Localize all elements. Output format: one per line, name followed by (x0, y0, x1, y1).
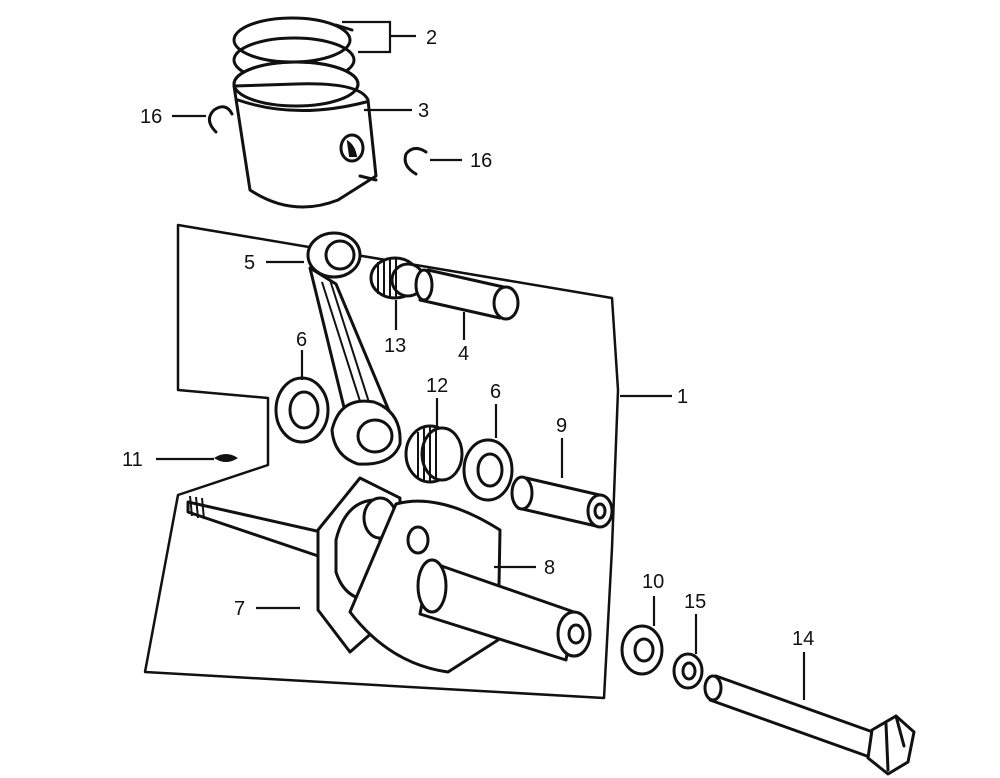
piston (232, 60, 378, 209)
callout-16-left: 16 (140, 106, 162, 128)
callout-1: 1 (677, 386, 688, 408)
callout-8: 8 (544, 557, 555, 579)
callout-12: 12 (426, 375, 448, 397)
assembly-boundary-outline (143, 223, 620, 700)
callout-16-right: 16 (470, 150, 492, 172)
callout-6-right: 6 (490, 381, 501, 403)
piston-pin-clip-left (208, 105, 234, 134)
woodruff-key (214, 454, 238, 462)
piston-pin-clip-right (403, 147, 428, 176)
piston-pin (414, 268, 520, 321)
callout-6-left: 6 (296, 329, 307, 351)
callout-3: 3 (418, 100, 429, 122)
bolt (703, 674, 916, 776)
washer (620, 624, 664, 676)
callout-7: 7 (234, 598, 245, 620)
callout-9: 9 (556, 415, 567, 437)
callout-10: 10 (642, 571, 664, 593)
big-end-bearing (404, 424, 464, 484)
callout-5: 5 (244, 252, 255, 274)
crank-pin (510, 475, 614, 529)
callout-4: 4 (458, 343, 469, 365)
lock-washer (672, 652, 704, 690)
leader-lines (156, 20, 806, 700)
callout-11: 11 (122, 449, 143, 471)
thrust-washer-left (274, 376, 330, 444)
thrust-washer-right (462, 438, 514, 502)
callout-14: 14 (792, 628, 814, 650)
callout-2: 2 (426, 27, 437, 49)
callout-15: 15 (684, 591, 706, 613)
callout-13: 13 (384, 335, 406, 357)
connecting-rod (306, 231, 402, 466)
crankshaft (186, 476, 592, 674)
